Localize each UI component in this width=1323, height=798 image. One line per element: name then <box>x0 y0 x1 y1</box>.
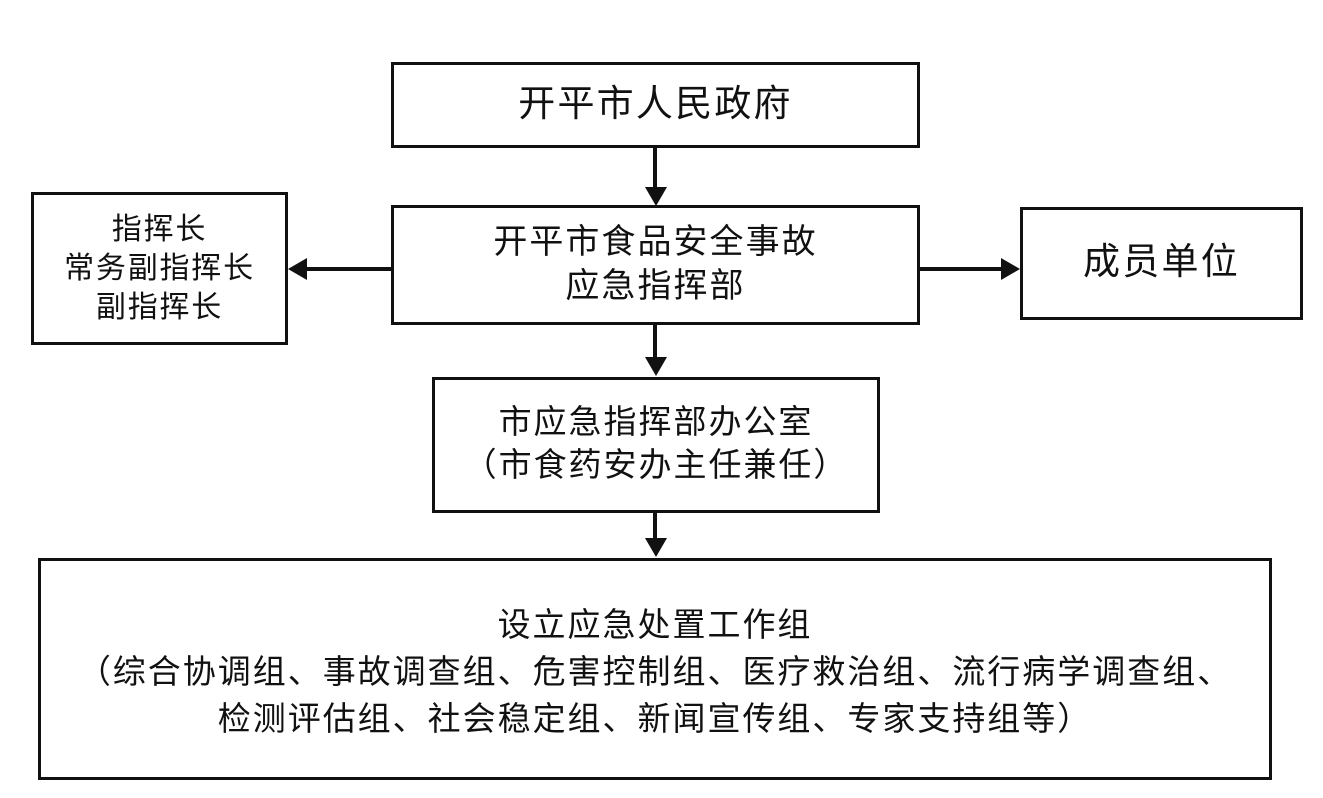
node-office-line-2: （市食药安办主任兼任） <box>463 448 849 484</box>
node-headquarters: 开平市食品安全事故 应急指挥部 <box>391 205 920 325</box>
node-commanders: 指挥长 常务副指挥长 副指挥长 <box>31 192 288 345</box>
connector-headquarters-to-office <box>653 325 657 359</box>
connector-headquarters-to-member-units <box>920 267 1002 271</box>
arrow-down-icon-government-to-headquarters <box>645 187 667 206</box>
arrow-down-icon-headquarters-to-office <box>645 357 667 376</box>
node-member-units: 成员单位 <box>1020 207 1303 320</box>
node-workgroups-line-2: （综合协调组、事故调查组、危害控制组、医疗救治组、流行病学调查组、 <box>77 654 1233 691</box>
connector-headquarters-to-commanders <box>307 267 393 271</box>
node-workgroups-line-3: 检测评估组、社会稳定组、新闻宣传组、专家支持组等） <box>217 701 1093 738</box>
node-workgroups-line-1: 设立应急处置工作组 <box>497 608 813 644</box>
node-government: 开平市人民政府 <box>391 62 920 148</box>
node-government-label: 开平市人民政府 <box>518 83 793 125</box>
node-office-line-1: 市应急指挥部办公室 <box>498 405 814 442</box>
node-office: 市应急指挥部办公室 （市食药安办主任兼任） <box>432 377 880 513</box>
arrow-right-icon-headquarters-to-member-units <box>1001 258 1020 280</box>
node-member-units-label: 成员单位 <box>1083 242 1240 284</box>
node-headquarters-line-2: 应急指挥部 <box>565 268 746 305</box>
arrow-down-icon-office-to-workgroups <box>645 538 667 557</box>
node-commanders-line-2: 常务副指挥长 <box>64 252 255 285</box>
node-headquarters-line-1: 开平市食品安全事故 <box>493 223 818 261</box>
arrow-left-icon-headquarters-to-commanders <box>288 258 307 280</box>
node-commanders-line-3: 副指挥长 <box>95 291 224 324</box>
connector-office-to-workgroups <box>653 513 657 540</box>
connector-government-to-headquarters <box>653 148 657 189</box>
node-workgroups: 设立应急处置工作组 （综合协调组、事故调查组、危害控制组、医疗救治组、流行病学调… <box>38 558 1272 780</box>
node-commanders-line-1: 指挥长 <box>111 213 208 246</box>
